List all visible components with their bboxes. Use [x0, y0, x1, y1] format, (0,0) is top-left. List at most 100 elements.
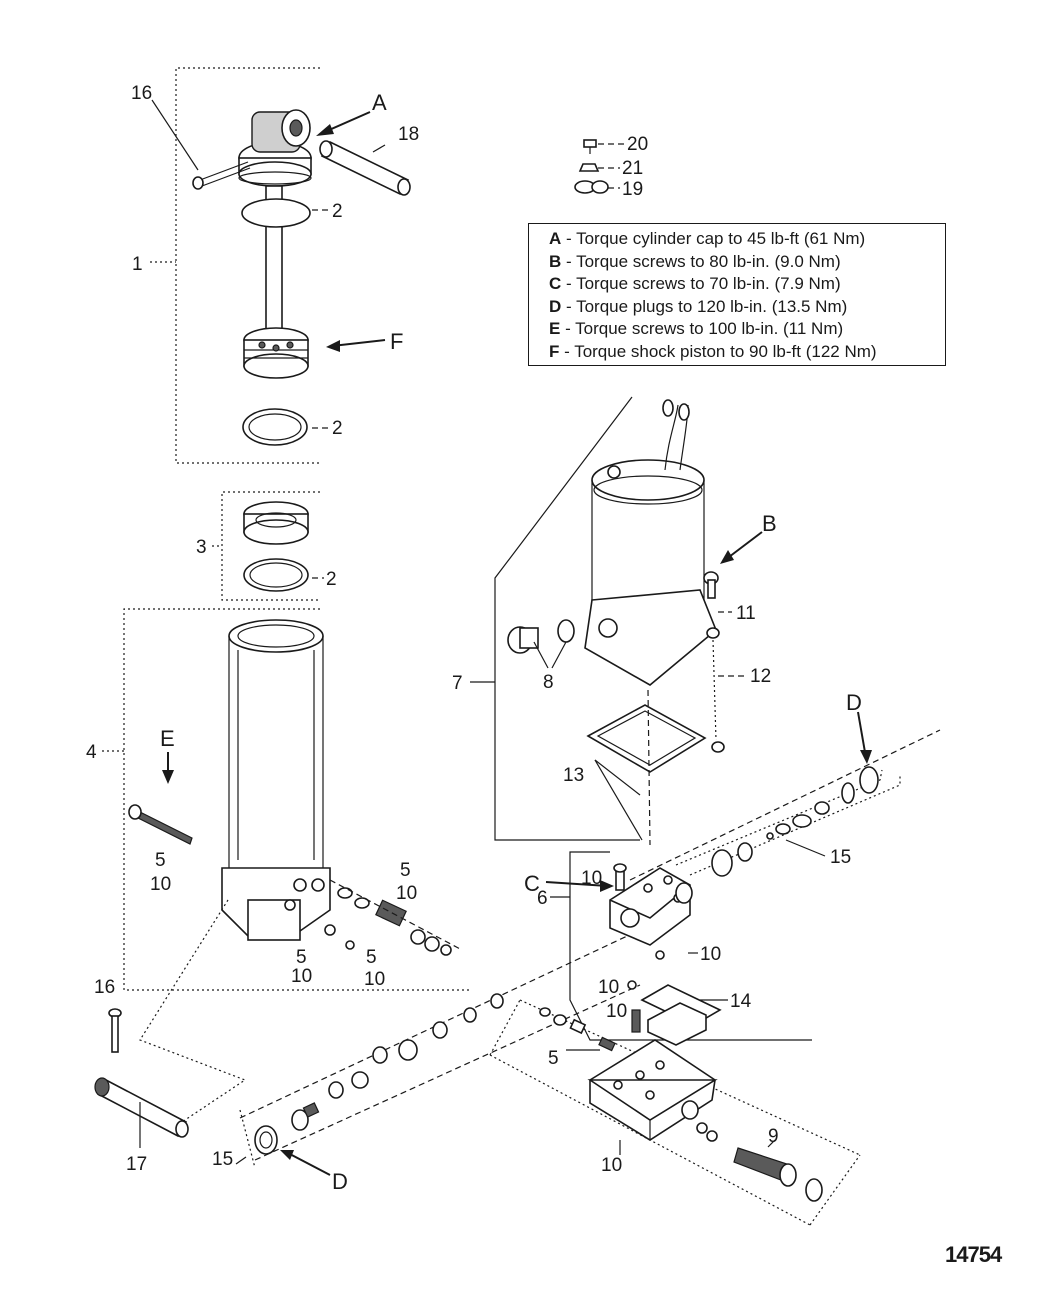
callout-7: 7 [452, 673, 463, 694]
callout-15-lower: 15 [212, 1149, 233, 1170]
bolt-16-lower [108, 1008, 122, 1053]
callout-5-lower: 5 [548, 1048, 559, 1069]
callout-d-lower: D [332, 1169, 348, 1194]
callout-1: 1 [132, 254, 143, 275]
callout-5-mid-right: 5 [366, 947, 377, 968]
callout-10-right-upper: 10 [396, 883, 417, 904]
callout-2-first: 2 [332, 201, 343, 222]
callout-11: 11 [736, 603, 756, 624]
group-3-bracket [212, 491, 320, 601]
callout-10-screw: 10 [606, 1001, 627, 1022]
screw-10-c [613, 863, 627, 891]
filter-14 [640, 984, 722, 1046]
legend-text: - Torque screws to 70 lb-in. (7.9 Nm) [561, 274, 841, 293]
callout-5-mid: 5 [296, 947, 307, 968]
callout-c: C [524, 871, 540, 896]
callout-f: F [390, 329, 403, 354]
callout-10-small: 10 [598, 977, 619, 998]
pump-motor [584, 399, 717, 686]
piston-ring-3 [243, 501, 309, 545]
lower-manifold [489, 999, 861, 1226]
callout-5-right-upper: 5 [400, 860, 411, 881]
pin-17 [94, 1077, 189, 1138]
callout-e: E [160, 726, 175, 751]
trim-cylinder [221, 619, 331, 941]
callout-6: 6 [537, 888, 548, 909]
o-ring-2-lower [242, 408, 308, 446]
screw-10-d [631, 1009, 641, 1033]
callout-12: 12 [750, 666, 771, 687]
callout-5-left: 5 [155, 850, 166, 871]
legend-text: - Torque plugs to 120 lb-in. (13.5 Nm) [561, 296, 848, 316]
ball-10-b [627, 980, 637, 990]
legend-key: A [549, 229, 562, 248]
group-1-bracket [150, 67, 320, 464]
gasket-13 [586, 689, 707, 846]
callout-17: 17 [126, 1154, 147, 1175]
legend-row-b: B - Torque screws to 80 lb-in. (9.0 Nm) [549, 251, 945, 274]
legend-row-f: F - Torque shock piston to 90 lb-ft (122… [549, 341, 945, 364]
callout-10-c: 10 [581, 868, 602, 889]
callout-3: 3 [196, 537, 207, 558]
callout-10-lower: 10 [601, 1155, 622, 1176]
torque-specifications-legend: A - Torque cylinder cap to 45 lb-ft (61 … [528, 223, 946, 366]
small-parts-19-20-21 [574, 139, 609, 194]
legend-key: D [549, 296, 562, 316]
legend-key: E [549, 319, 561, 338]
legend-text: - Torque cylinder cap to 45 lb-ft (61 Nm… [561, 229, 866, 248]
callout-a: A [372, 90, 387, 115]
callout-20: 20 [627, 134, 648, 155]
plug-d-lower [254, 1125, 278, 1155]
valve-parts-row-1 [324, 879, 463, 956]
o-ring-2-upper [241, 198, 311, 228]
lower-left-assembly [139, 899, 641, 1169]
callout-b: B [762, 511, 777, 536]
callout-14: 14 [730, 991, 752, 1012]
callout-21: 21 [622, 158, 643, 179]
legend-key: C [549, 274, 562, 293]
callout-19: 19 [622, 179, 643, 200]
legend-text: - Torque shock piston to 90 lb-ft (122 N… [559, 341, 877, 361]
callout-2-third: 2 [326, 569, 337, 590]
fill-plug-8 [507, 619, 575, 654]
legend-key: B [549, 251, 562, 271]
right-valve-axis-15 [629, 729, 941, 881]
figure-number: 14754 [945, 1242, 1002, 1267]
group-7-bracket [470, 396, 640, 841]
callout-8: 8 [543, 672, 554, 693]
callout-10-left: 10 [150, 874, 171, 895]
callout-18: 18 [398, 124, 419, 145]
callout-labels: 16 A 18 2 1 F 2 3 2 4 E 5 10 5 10 5 10 5… [86, 83, 862, 1194]
callout-15-upper: 15 [830, 847, 851, 868]
callout-13: 13 [563, 765, 584, 786]
o-ring-2-third [243, 558, 309, 592]
screw-11 [703, 571, 720, 639]
shock-piston [243, 327, 309, 379]
screw-12 [711, 639, 725, 753]
torque-arrows [162, 111, 872, 1176]
legend-row-c: C - Torque screws to 70 lb-in. (7.9 Nm) [549, 273, 945, 296]
callout-16-lower: 16 [94, 977, 115, 998]
callout-d-upper: D [846, 690, 862, 715]
bolt-16-upper [192, 161, 251, 190]
callout-9: 9 [768, 1126, 779, 1147]
manifold-valve-body [609, 867, 693, 946]
leader-lines [139, 99, 826, 1165]
legend-text: - Torque screws to 100 lb-in. (11 Nm) [560, 319, 844, 338]
legend-row-e: E - Torque screws to 100 lb-in. (11 Nm) [549, 318, 945, 341]
legend-row-a: A - Torque cylinder cap to 45 lb-ft (61 … [549, 228, 945, 251]
screw-5-left [128, 804, 193, 845]
callout-10-mid-right: 10 [364, 969, 385, 990]
cylinder-cap [238, 109, 312, 187]
callout-16-upper: 16 [131, 83, 152, 104]
pin-18 [319, 140, 411, 196]
callout-10-ball: 10 [700, 944, 721, 965]
ball-10-a [655, 950, 665, 960]
legend-text: - Torque screws to 80 lb-in. (9.0 Nm) [561, 251, 841, 271]
callout-4: 4 [86, 742, 97, 763]
legend-key: F [549, 341, 560, 361]
legend-row-d: D - Torque plugs to 120 lb-in. (13.5 Nm) [549, 296, 945, 319]
callout-2-second: 2 [332, 418, 343, 439]
group-4-bracket [102, 608, 470, 991]
